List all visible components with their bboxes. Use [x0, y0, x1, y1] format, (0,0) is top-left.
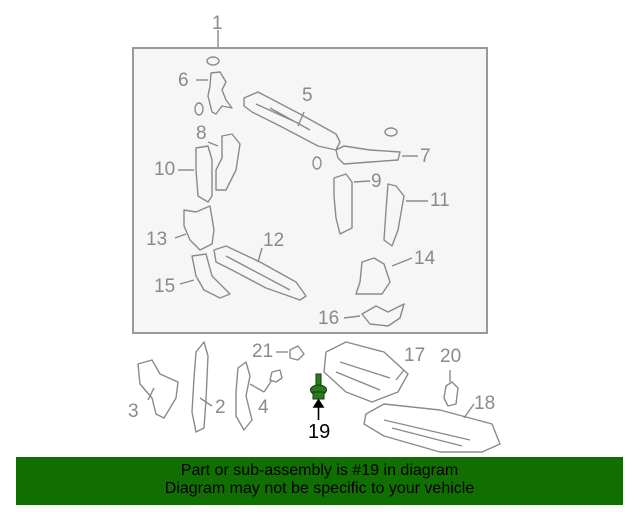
callout-9[interactable]: 9 — [371, 171, 382, 192]
highlighted-bolt-icon — [310, 373, 327, 400]
callout-13[interactable]: 13 — [146, 229, 168, 250]
banner-line-part: Part or sub-assembly is #19 in diagram — [180, 462, 459, 479]
callout-8[interactable]: 8 — [196, 123, 207, 144]
assembly-frame — [132, 47, 488, 334]
callout-5[interactable]: 5 — [302, 85, 313, 106]
callout-15[interactable]: 15 — [154, 276, 176, 297]
banner-line-disclaimer: Diagram may not be specific to your vehi… — [164, 480, 475, 497]
callout-1[interactable]: 1 — [212, 13, 223, 34]
callout-21[interactable]: 21 — [252, 341, 274, 362]
callout-16[interactable]: 16 — [318, 308, 340, 329]
callout-6[interactable]: 6 — [178, 70, 189, 91]
callout-10[interactable]: 10 — [154, 159, 176, 180]
callout-2[interactable]: 2 — [215, 397, 226, 418]
callout-20[interactable]: 20 — [440, 346, 462, 367]
callout-19-highlighted[interactable]: 19 — [308, 421, 331, 443]
callout-4[interactable]: 4 — [258, 397, 269, 418]
callout-3[interactable]: 3 — [128, 401, 139, 422]
callout-17[interactable]: 17 — [404, 345, 426, 366]
callout-12[interactable]: 12 — [263, 230, 285, 251]
callout-7[interactable]: 7 — [420, 146, 431, 167]
callout-18[interactable]: 18 — [474, 393, 496, 414]
info-banner: Part or sub-assembly is #19 in diagram D… — [16, 457, 623, 505]
callout-11[interactable]: 11 — [430, 190, 450, 211]
callout-14[interactable]: 14 — [414, 248, 436, 269]
grommet-icon — [206, 56, 220, 66]
